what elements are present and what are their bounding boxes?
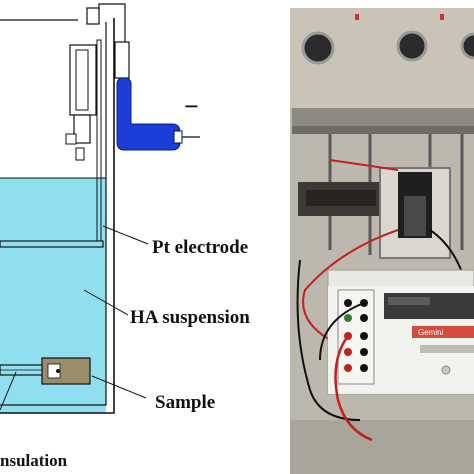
electrode-holder-inner bbox=[404, 196, 426, 236]
pt-electrode-lead bbox=[96, 39, 102, 241]
power-led-icon bbox=[441, 365, 451, 375]
inner-container-wall bbox=[0, 22, 107, 406]
terminal-green bbox=[344, 314, 352, 322]
terminal-black-1 bbox=[344, 299, 352, 307]
brand-badge bbox=[412, 326, 474, 338]
control-strip bbox=[420, 345, 474, 353]
lcd-display bbox=[384, 293, 474, 319]
red-tab-1 bbox=[355, 14, 359, 20]
knob-right-icon bbox=[460, 32, 474, 60]
table-surface bbox=[290, 420, 474, 474]
knob-middle-icon bbox=[396, 30, 428, 62]
red-tab-2 bbox=[440, 14, 444, 20]
clamp-lower bbox=[73, 114, 91, 144]
brand-text: Gemini bbox=[418, 328, 444, 337]
dark-box-slot bbox=[306, 190, 376, 206]
terminal-black-3 bbox=[360, 314, 368, 322]
photo-panel: Gemini bbox=[290, 8, 474, 474]
insulation-leader bbox=[0, 371, 17, 411]
clamp-inner-slot bbox=[75, 49, 89, 111]
pt-electrode-leader bbox=[102, 225, 149, 245]
black-wire-2 bbox=[296, 259, 361, 421]
blue-electrode-tip bbox=[173, 130, 183, 144]
stand-shelf bbox=[292, 126, 474, 134]
red-wire-2 bbox=[302, 229, 399, 341]
sample-point bbox=[56, 369, 60, 373]
clamp-screw bbox=[65, 133, 77, 145]
knob-left-icon bbox=[301, 31, 335, 65]
pt-electrode-plate bbox=[0, 240, 104, 248]
terminal-black-6 bbox=[360, 364, 368, 372]
pt-electrode-label: Pt electrode bbox=[152, 237, 248, 258]
terminal-red-2 bbox=[344, 348, 352, 356]
sample-label: Sample bbox=[155, 392, 215, 413]
negative-sign: − bbox=[184, 92, 199, 121]
sample-leader bbox=[91, 375, 147, 399]
blue-electrode-handle bbox=[116, 77, 181, 151]
terminal-red-3 bbox=[344, 364, 352, 372]
sample-block bbox=[41, 357, 91, 385]
lcd-highlight bbox=[388, 297, 430, 305]
stand-top-bar bbox=[292, 108, 474, 126]
clamp-top bbox=[86, 7, 100, 25]
negative-wire bbox=[98, 3, 126, 45]
terminal-panel bbox=[337, 289, 375, 385]
red-lead bbox=[334, 335, 373, 442]
terminal-black-4 bbox=[360, 332, 368, 340]
container-wall bbox=[0, 18, 115, 414]
insulation-label: nsulation bbox=[0, 451, 68, 470]
terminal-black-5 bbox=[360, 348, 368, 356]
ha-suspension-label: HA suspension bbox=[130, 307, 250, 328]
red-wire-1 bbox=[329, 159, 399, 171]
connector-body bbox=[114, 41, 130, 79]
schematic-panel: − Pt electrode HA suspension Sample nsul… bbox=[0, 3, 250, 470]
black-lead bbox=[319, 302, 365, 361]
clamp-foot bbox=[75, 147, 85, 161]
ha-suspension-leader bbox=[83, 289, 129, 316]
